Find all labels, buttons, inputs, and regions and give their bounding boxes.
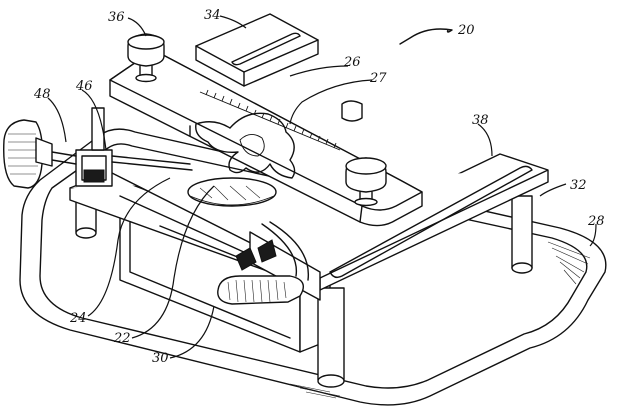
posts bbox=[75, 195, 533, 388]
target-silhouette bbox=[195, 112, 296, 179]
label-22: 22 bbox=[113, 331, 131, 346]
leader-lines bbox=[47, 15, 597, 359]
top-plate bbox=[109, 53, 423, 227]
label-46: 46 bbox=[75, 79, 93, 94]
reference-numerals: 36 34 20 26 27 48 46 38 32 28 24 22 30 bbox=[33, 8, 605, 366]
label-36: 36 bbox=[108, 10, 125, 25]
label-27: 27 bbox=[369, 71, 387, 86]
left-knob-assembly bbox=[3, 107, 193, 189]
label-20: 20 bbox=[457, 23, 475, 38]
label-48: 48 bbox=[33, 87, 51, 102]
label-32: 32 bbox=[570, 178, 587, 193]
graduated-scale bbox=[199, 89, 341, 151]
label-38: 38 bbox=[472, 113, 489, 128]
label-34: 34 bbox=[204, 8, 221, 23]
label-28: 28 bbox=[587, 214, 605, 229]
thumb-screw-rear bbox=[127, 33, 165, 83]
label-26: 26 bbox=[343, 55, 361, 70]
thumb-screw-front bbox=[345, 157, 387, 207]
front-knob-assembly bbox=[217, 221, 321, 305]
label-30: 30 bbox=[152, 351, 169, 366]
rear-rail bbox=[195, 13, 319, 87]
imaging-target bbox=[187, 177, 277, 207]
label-24: 24 bbox=[69, 311, 87, 326]
plate-block bbox=[341, 100, 363, 122]
